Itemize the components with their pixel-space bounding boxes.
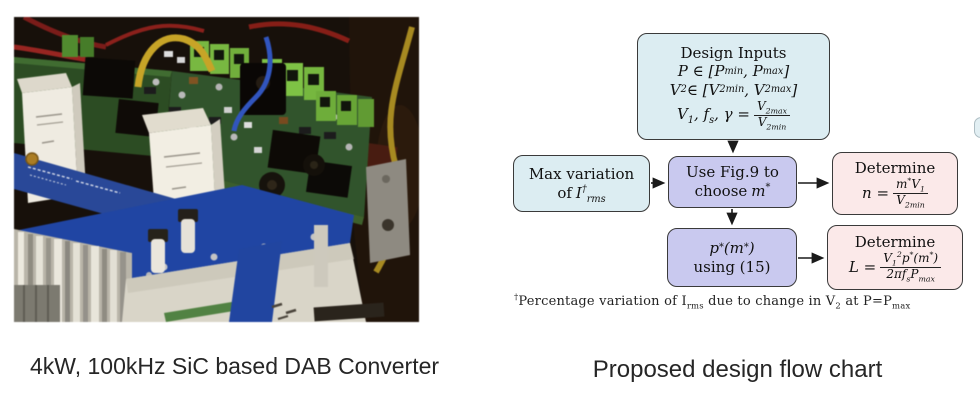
determine-n-row2: n = m*V1 V2min: [862, 177, 928, 209]
determine-l-row1: Determine: [854, 233, 936, 252]
p-star-row1: p*(m*): [709, 238, 755, 257]
use-fig9-row1: Use Fig.9 to: [686, 163, 779, 182]
use-fig9-row2: choose m*: [694, 182, 771, 200]
design-inputs-row3-lhs: V1, fs, γ =: [676, 105, 750, 127]
flowchart-box-determine-n: Determine n = m*V1 V2min: [832, 152, 958, 215]
design-inputs-row3: V1, fs, γ = V2max V2min: [676, 99, 791, 130]
flowchart-caption: Proposed design flow chart: [592, 356, 883, 383]
heatsink-group: [14, 229, 132, 322]
determine-l-row2: L = V12p*(m*) 2πfsPmax: [849, 251, 942, 283]
flowchart-box-p-star: p*(m*) using (15): [667, 228, 797, 287]
dab-converter-photo: [14, 17, 419, 322]
chassis-group: [122, 159, 410, 322]
signal-wires-group: [134, 34, 273, 132]
determine-n-row1: Determine: [854, 159, 936, 178]
flowchart-box-use-fig9: Use Fig.9 to choose m*: [668, 156, 797, 208]
design-inputs-title: Design Inputs: [680, 43, 787, 62]
n-fraction: m*V1 V2min: [893, 177, 928, 209]
p-star-row2: using (15): [693, 257, 771, 276]
flowchart-box-max-variation: Max variation of I†rms: [513, 155, 650, 212]
photo-caption: 4kW, 100kHz SiC based DAB Converter: [30, 353, 440, 379]
max-variation-row2: of I†rms: [557, 183, 606, 205]
max-variation-row1: Max variation: [528, 164, 635, 183]
standoffs-group: [148, 209, 198, 273]
gamma-fraction: V2max V2min: [753, 99, 791, 130]
flowchart-box-determine-l: Determine L = V12p*(m*) 2πfsPmax: [827, 225, 963, 290]
flowchart-footnote: †Percentage variation of Irms due to cha…: [514, 291, 911, 311]
clipped-flow-box-edge: [974, 117, 980, 138]
l-fraction: V12p*(m*) 2πfsPmax: [880, 251, 942, 283]
